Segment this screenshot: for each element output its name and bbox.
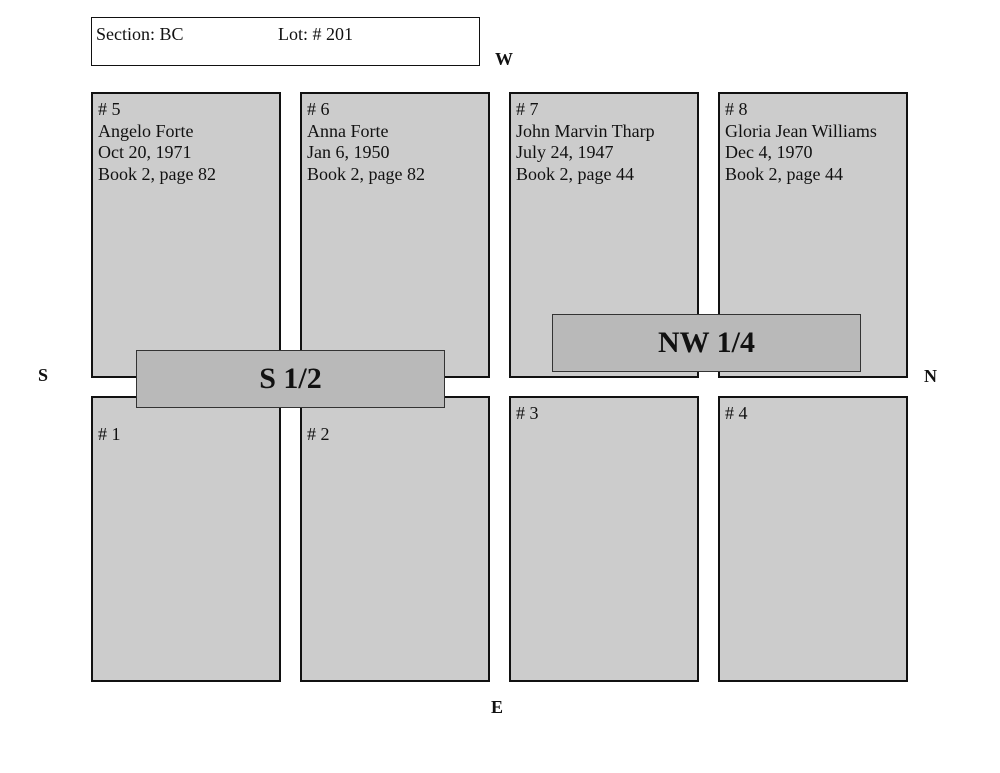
plot-number: # 1: [98, 424, 121, 444]
plot-number: # 4: [725, 403, 748, 423]
plot-number: # 7: [516, 99, 539, 119]
plot-name: Anna Forte: [307, 120, 389, 141]
plot-date: July 24, 1947: [516, 142, 614, 162]
plot-name: Gloria Jean Williams: [725, 120, 877, 141]
plot-3[interactable]: # 3: [509, 396, 699, 682]
northwest-quarter-label: NW 1/4: [552, 314, 861, 372]
compass-south: S: [38, 365, 49, 385]
compass-west: W: [495, 49, 513, 69]
plot-book: Book 2, page 82: [307, 163, 425, 184]
south-half-label: S 1/2: [136, 350, 445, 408]
plot-book: Book 2, page 44: [725, 163, 843, 184]
plot-name: John Marvin Tharp: [516, 120, 655, 141]
compass-east: E: [491, 697, 504, 717]
plot-number: # 3: [516, 403, 539, 423]
plot-date: Jan 6, 1950: [307, 142, 390, 162]
lot-label: Lot: # 201: [278, 24, 353, 44]
plot-number: # 2: [307, 424, 330, 444]
plot-4[interactable]: # 4: [718, 396, 908, 682]
plot-number: # 6: [307, 99, 330, 119]
plot-date: Oct 20, 1971: [98, 142, 192, 162]
plot-1[interactable]: # 1: [91, 396, 281, 682]
section-label: Section: BC: [96, 24, 184, 44]
plot-6[interactable]: # 6 Anna Forte Jan 6, 1950 Book 2, page …: [300, 92, 490, 378]
plot-5[interactable]: # 5 Angelo Forte Oct 20, 1971 Book 2, pa…: [91, 92, 281, 378]
plot-2[interactable]: # 2: [300, 396, 490, 682]
plot-number: # 8: [725, 99, 748, 119]
compass-north: N: [924, 366, 937, 386]
section-lot-header: Section: BC Lot: # 201: [91, 17, 480, 66]
plot-book: Book 2, page 44: [516, 163, 634, 184]
plot-number: # 5: [98, 99, 121, 119]
plot-date: Dec 4, 1970: [725, 142, 813, 162]
plot-book: Book 2, page 82: [98, 163, 216, 184]
plot-name: Angelo Forte: [98, 120, 194, 141]
